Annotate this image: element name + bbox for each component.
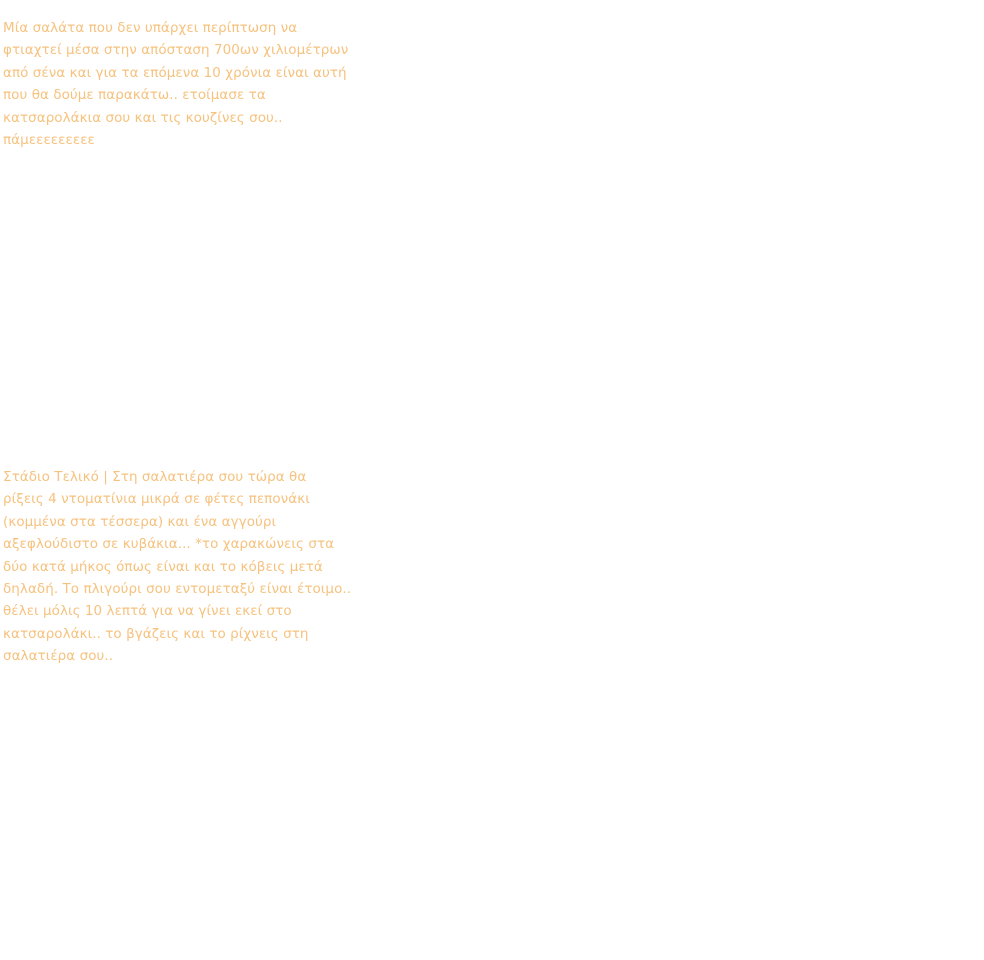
final-stage-line: σαλατιέρα σου..	[3, 648, 114, 665]
intro-line: κατσαρολάκια σου και τις κουζίνες σου..	[3, 109, 283, 126]
final-stage-line: ρίξεις 4 ντοματίνια μικρά σε φέτες πεπον…	[3, 491, 310, 508]
final-stage-line: δηλαδή. Το πλιγούρι σου εντομεταξύ είναι…	[3, 581, 352, 598]
final-stage-line: δύο κατά μήκος όπως είναι και το κόβεις …	[3, 558, 323, 575]
final-stage-line: αξεφλούδιστο σε κυβάκια... *το χαρακώνει…	[3, 536, 335, 553]
intro-line: από σένα και για τα επόμενα 10 χρόνια εί…	[3, 64, 347, 81]
final-stage-line: κατσαρολάκι.. το βγάζεις και το ρίχνεις …	[3, 625, 309, 642]
final-stage-paragraph: Στάδιο Τελικό | Στη σαλατιέρα σου τώρα θ…	[3, 466, 352, 668]
intro-line: φτιαχτεί μέσα στην απόσταση 700ων χιλιομ…	[3, 42, 349, 59]
intro-paragraph: Μία σαλάτα που δεν υπάρχει περίπτωση να …	[3, 17, 349, 151]
intro-line: πάμεεεεεεεεε	[3, 132, 95, 149]
final-stage-line: (κομμένα στα τέσσερα) και ένα αγγούρι	[3, 513, 277, 530]
intro-line: που θα δούμε παρακάτω.. ετοίμασε τα	[3, 87, 266, 104]
final-stage-line: Στάδιο Τελικό | Στη σαλατιέρα σου τώρα θ…	[3, 469, 307, 485]
final-stage-line: θέλει μόλις 10 λεπτά για να γίνει εκεί σ…	[3, 603, 292, 620]
intro-line: Μία σαλάτα που δεν υπάρχει περίπτωση να	[3, 20, 298, 36]
